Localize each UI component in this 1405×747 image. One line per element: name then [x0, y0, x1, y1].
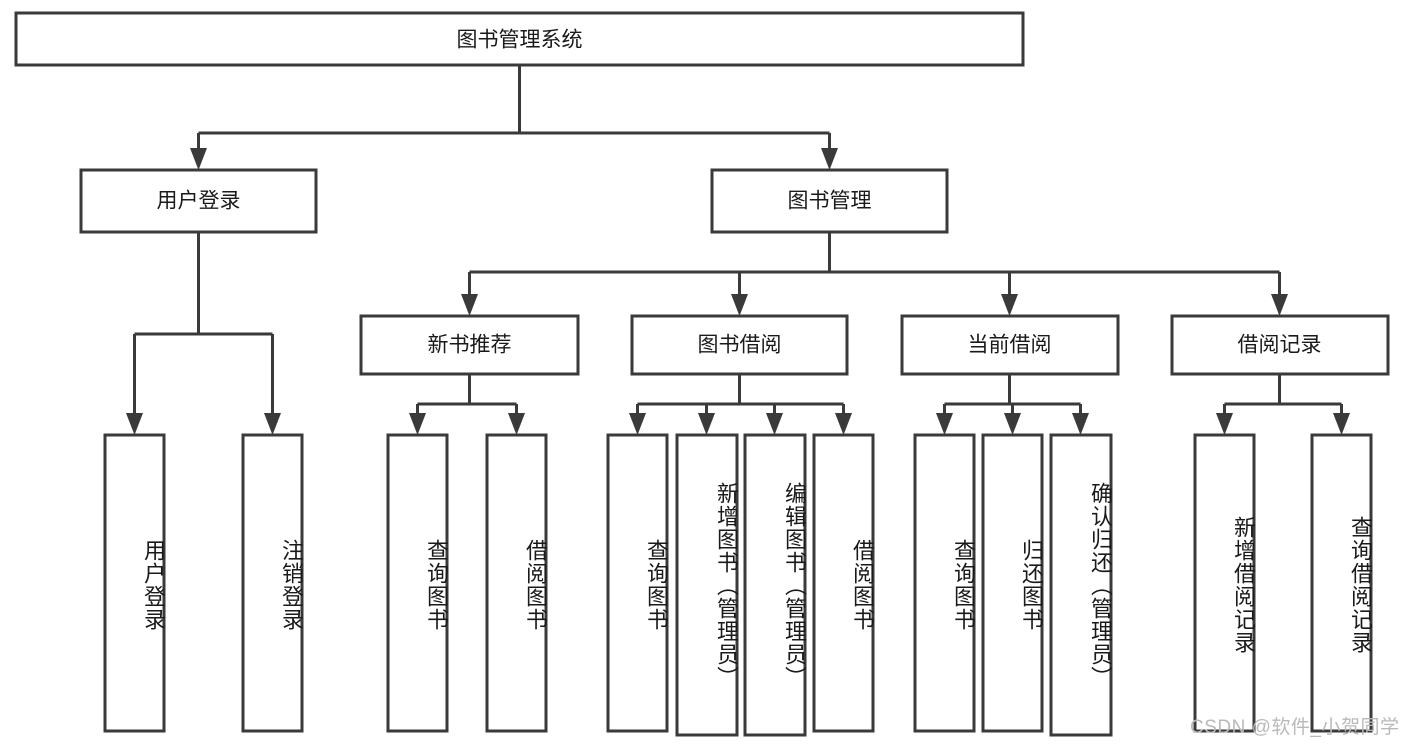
node-leaf-logout-login-box[interactable] [241, 433, 304, 733]
arrow-to-leaf-logout-login [264, 413, 281, 435]
arrow-to-leaf-query-book-current [936, 413, 953, 435]
node-leaf-user-login-box[interactable] [103, 433, 166, 733]
node-root-label: 图书管理系统 [457, 29, 583, 52]
arrow-to-leaf-return-book [1004, 413, 1021, 435]
arrow-to-leaf-borrow-book-new [508, 413, 525, 435]
node-new-book-recommend-label: 新书推荐 [428, 334, 512, 357]
arrow-to-leaf-borrow-book [835, 413, 852, 435]
node-user-login-label: 用户登录 [157, 190, 241, 213]
node-leaf-query-book-new-box[interactable] [386, 433, 449, 733]
arrow-to-leaf-query-borrow-record [1333, 413, 1350, 435]
node-borrow-record-label: 借阅记录 [1238, 334, 1322, 357]
arrow-to-current-borrow [1001, 294, 1018, 316]
arrow-root-to-book-management [821, 148, 838, 170]
node-new-book-recommend-box[interactable] [359, 314, 580, 376]
arrow-to-leaf-add-borrow-record [1216, 413, 1233, 435]
arrow-to-leaf-query-book-borrow [629, 413, 646, 435]
node-layer: 图书管理系统 用户登录 图书管理 新书推荐 图书借阅 当前借阅 借阅记录 [14, 11, 1390, 737]
node-root-box[interactable] [14, 11, 1025, 67]
node-leaf-query-book-current-box[interactable] [913, 433, 976, 733]
node-borrow-record-box[interactable] [1170, 314, 1390, 376]
node-leaf-borrow-book-new-box[interactable] [485, 433, 548, 733]
node-book-management-box[interactable] [710, 168, 949, 234]
node-current-borrow-label: 当前借阅 [968, 334, 1052, 357]
node-book-borrow-box[interactable] [630, 314, 849, 376]
csdn-watermark: CSDN @软件_小贺同学 [1190, 717, 1400, 738]
node-leaf-return-book-box[interactable] [981, 433, 1044, 733]
node-leaf-add-book-admin-box[interactable] [675, 433, 739, 737]
node-leaf-borrow-book-box[interactable] [812, 433, 875, 733]
arrow-to-borrow-record [1271, 294, 1288, 316]
node-leaf-query-book-borrow-box[interactable] [606, 433, 669, 733]
arrow-to-leaf-confirm-return-admin [1072, 413, 1089, 435]
connector-layer [126, 65, 1350, 435]
node-book-borrow-label: 图书借阅 [698, 334, 782, 357]
arrow-to-new-book-recommend [461, 294, 478, 316]
node-leaf-query-borrow-record-box[interactable] [1310, 433, 1373, 733]
arrow-to-leaf-add-book-admin [698, 413, 715, 435]
arrow-to-leaf-query-book-new [409, 413, 426, 435]
arrow-root-to-user-login [190, 148, 207, 170]
node-current-borrow-box[interactable] [900, 314, 1120, 376]
arrow-to-leaf-edit-book-admin [766, 413, 783, 435]
node-leaf-edit-book-admin-box[interactable] [743, 433, 807, 737]
arrow-to-leaf-user-login [126, 413, 143, 435]
node-leaf-confirm-return-admin-box[interactable] [1049, 433, 1113, 737]
arrow-to-book-borrow [731, 294, 748, 316]
node-leaf-add-borrow-record-box[interactable] [1193, 433, 1256, 733]
node-book-management-label: 图书管理 [788, 190, 872, 213]
node-user-login-box[interactable] [79, 168, 318, 234]
